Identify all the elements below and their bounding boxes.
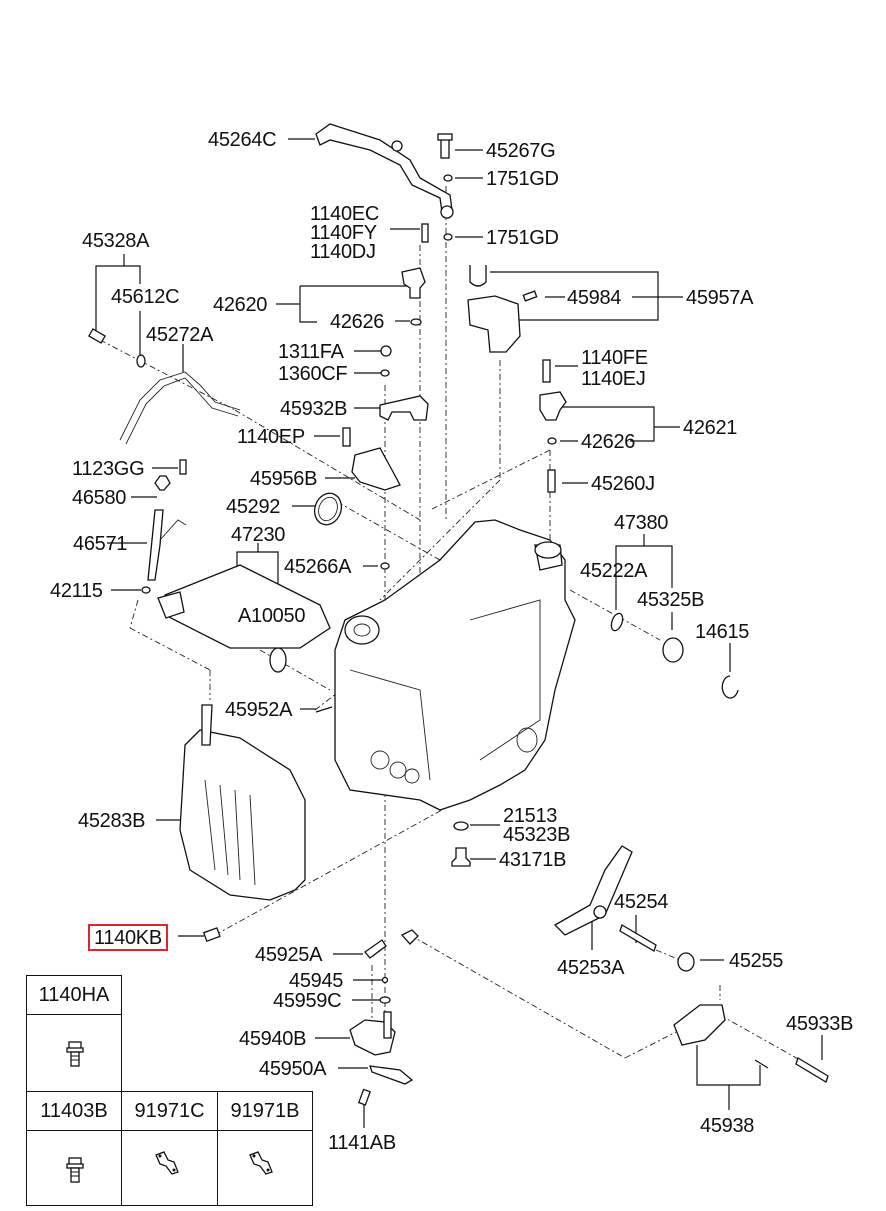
part-label[interactable]: 1141AB (328, 1132, 396, 1154)
part-label[interactable]: 45945 (289, 970, 344, 992)
oil-seal-45292 (313, 492, 343, 526)
oil-filter-47230 (164, 564, 331, 649)
part-label[interactable]: 45957A (686, 287, 754, 309)
transaxle-case (334, 519, 576, 811)
flange-bolt-icon (27, 1014, 121, 1091)
part-label[interactable]: 45267G (486, 140, 556, 162)
rod-45950A (369, 1065, 414, 1085)
part-label[interactable]: 45260J (591, 473, 655, 495)
part-label[interactable]: 45255 (729, 950, 784, 972)
part-label[interactable]: 45325B (637, 589, 705, 611)
pin-45933B (795, 1057, 829, 1083)
part-label[interactable]: 43171B (499, 849, 567, 871)
part-label[interactable]: 45956B (250, 468, 318, 490)
legend-part-number: 91971C (122, 1092, 217, 1131)
part-label[interactable]: 1360CF (278, 363, 348, 385)
part-label[interactable]: 1140FE (581, 347, 648, 369)
oil-pipe-45264C (315, 123, 453, 213)
wiring-clip-icon (122, 1130, 217, 1205)
bolt-1140KB (202, 927, 221, 942)
legend-part-number: 91971B (218, 1092, 312, 1131)
part-label[interactable]: 45925A (255, 944, 323, 966)
legend-part-number: 11403B (27, 1092, 121, 1131)
manual-lever-45253A (553, 845, 633, 936)
legend-cell[interactable]: 91971B (217, 1091, 313, 1206)
speed-sensor-42621 (539, 391, 567, 421)
flange-bolt-icon (27, 1130, 121, 1205)
oil-pan-45283B (179, 729, 306, 901)
part-label[interactable]: A10050 (238, 605, 306, 627)
part-label[interactable]: 1751GD (486, 227, 559, 249)
part-label[interactable]: 45950A (259, 1058, 327, 1080)
part-label[interactable]: 45272A (146, 324, 214, 346)
part-label[interactable]: 1140DJ (310, 241, 376, 263)
part-label[interactable]: 45323B (503, 824, 571, 846)
part-label[interactable]: 1140EC (310, 203, 379, 225)
oil-level-tube-46571 (147, 509, 164, 581)
bracket-45938 (673, 1004, 726, 1046)
part-label[interactable]: 42620 (213, 294, 268, 316)
highlighted-part-label[interactable]: 1140KB (88, 924, 168, 951)
part-label[interactable]: 42621 (683, 417, 738, 439)
part-label[interactable]: 42626 (330, 311, 385, 333)
drain-plug-43171B (451, 847, 471, 867)
legend-cell[interactable]: 91971C (121, 1091, 218, 1206)
part-label[interactable]: 1140EJ (581, 368, 646, 390)
part-label[interactable]: 45328A (82, 230, 150, 252)
part-label[interactable]: 14615 (695, 621, 750, 643)
part-label[interactable]: 1751GD (486, 168, 559, 190)
oil-tube-45272A (119, 371, 241, 441)
part-label[interactable]: 1311FA (278, 341, 344, 363)
part-label[interactable]: 45612C (111, 286, 180, 308)
part-label[interactable]: 45932B (280, 398, 348, 420)
part-label[interactable]: 45959C (273, 990, 342, 1012)
part-label[interactable]: 21513 (503, 805, 558, 827)
plug-45325B (662, 637, 684, 663)
legend-cell[interactable]: 1140HA (26, 975, 122, 1092)
parts (88, 123, 829, 1106)
o-ring-45222A (610, 612, 624, 632)
part-label[interactable]: 47230 (231, 524, 286, 546)
part-label[interactable]: 1140FY (310, 222, 377, 244)
part-label[interactable]: 45222A (580, 560, 648, 582)
part-label[interactable]: 45292 (226, 496, 281, 518)
part-label[interactable]: 1123GG (72, 458, 145, 480)
part-label[interactable]: 45933B (786, 1013, 854, 1035)
part-label[interactable]: 45940B (239, 1028, 307, 1050)
leader-lines (95, 138, 823, 1128)
speed-sensor-42620 (401, 267, 426, 299)
part-label[interactable]: 45264C (208, 129, 277, 151)
dipstick-46580 (154, 475, 171, 491)
part-label[interactable]: 45283B (78, 810, 146, 832)
legend-cell[interactable]: 11403B (26, 1091, 122, 1206)
spring-45255 (677, 952, 695, 972)
part-label[interactable]: 46580 (72, 487, 127, 509)
inhibitor-switch-45956B (351, 447, 401, 491)
o-ring-A10050 (269, 647, 287, 673)
part-label[interactable]: 45938 (700, 1115, 755, 1137)
part-label[interactable]: 47380 (614, 512, 669, 534)
part-label[interactable]: 45984 (567, 287, 622, 309)
part-label[interactable]: 45266A (284, 556, 352, 578)
bracket-45957A (467, 295, 521, 353)
pin-45254 (619, 924, 657, 952)
part-label[interactable]: 42626 (581, 431, 636, 453)
part-label[interactable]: 45253A (557, 957, 625, 979)
lever-45932B (379, 395, 429, 421)
wiring-clip-icon (218, 1130, 312, 1205)
snap-ring-14615 (721, 675, 739, 699)
part-label[interactable]: 42115 (50, 580, 103, 602)
legend-part-number: 1140HA (27, 976, 121, 1015)
part-label[interactable]: 1140EP (237, 426, 305, 448)
part-label[interactable]: 46571 (73, 533, 128, 555)
part-label[interactable]: 45952A (225, 699, 293, 721)
part-label[interactable]: 45254 (614, 891, 669, 913)
